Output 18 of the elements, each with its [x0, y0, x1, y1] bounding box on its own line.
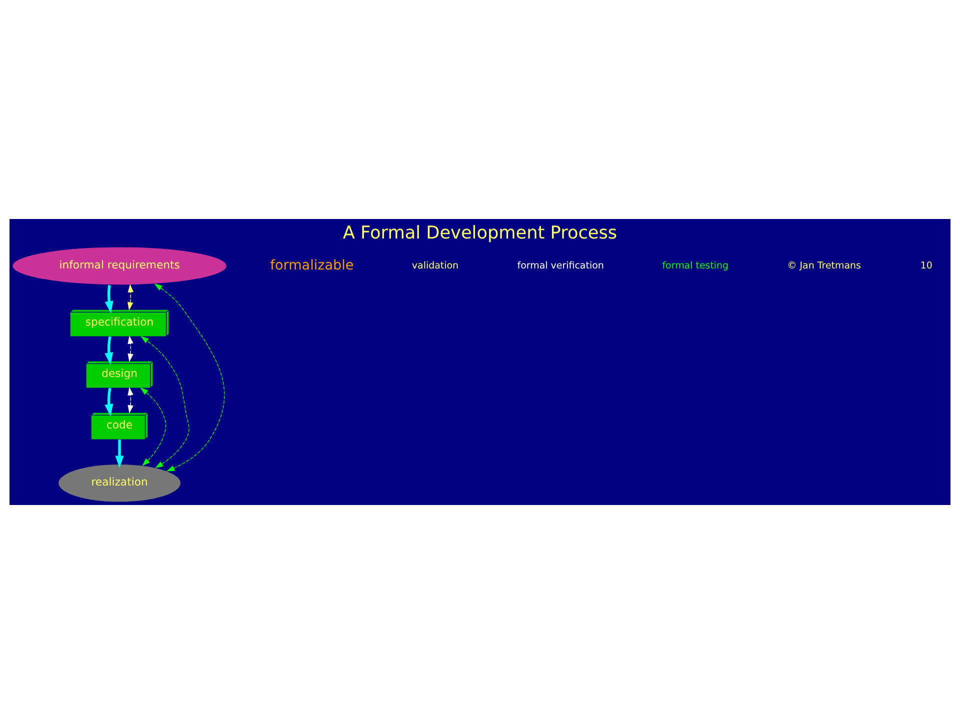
arrow — [104, 336, 114, 365]
label: formalizable — [270, 257, 354, 274]
label: validation — [412, 260, 459, 272]
arrow — [128, 387, 134, 414]
arrow — [128, 284, 134, 310]
label: formal verification — [517, 260, 604, 272]
label: formal testing — [662, 260, 729, 272]
arrow — [154, 284, 225, 472]
arrow — [104, 388, 114, 416]
arrow — [128, 336, 134, 362]
node-ellipse: informal requirements — [12, 246, 228, 286]
label: 10 — [920, 260, 932, 272]
diagram-title: A Formal Development Process — [342, 224, 618, 244]
arrow — [104, 285, 114, 314]
arrow — [140, 388, 166, 466]
arrow — [140, 336, 190, 468]
label: © Jan Tretmans — [787, 260, 861, 272]
arrow — [115, 440, 124, 468]
